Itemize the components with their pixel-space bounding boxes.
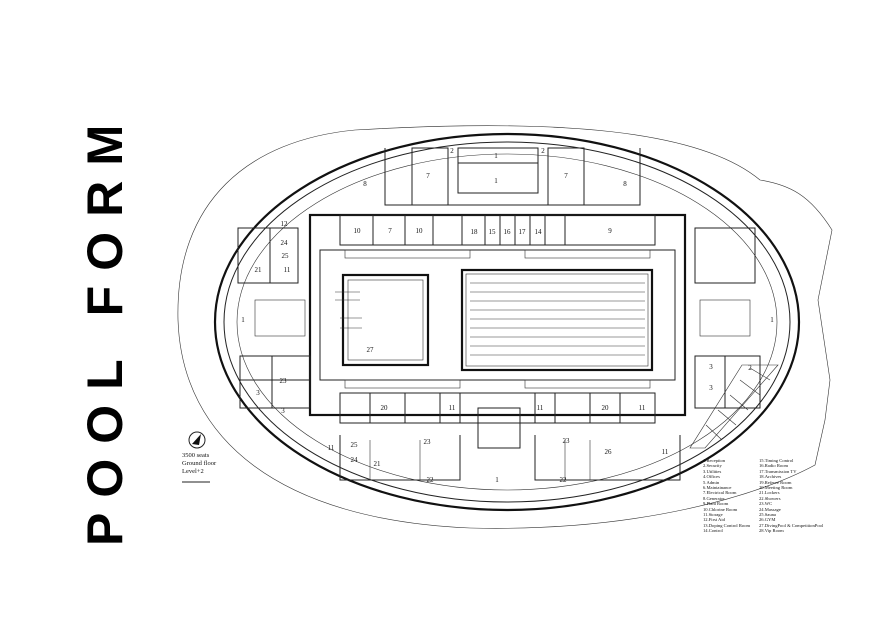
room-number: 27: [367, 346, 375, 354]
room-number: 21: [255, 266, 263, 274]
legend-item: 28.Vip Room: [759, 528, 784, 534]
room-number: 1: [494, 152, 498, 160]
vertical-title: POOL FORM: [82, 128, 133, 546]
room-number: 17: [519, 228, 527, 236]
info-block: 3500 seats Ground floor Level+2: [182, 452, 216, 476]
room-number: 16: [504, 228, 512, 236]
legend-item: 18.Archives: [759, 474, 782, 480]
legend-item: 2.Security: [703, 463, 722, 469]
room-number: 24: [351, 456, 359, 464]
legend-column-1: 1.Reception 2.Security 3.Utilities 4.Off…: [703, 458, 750, 534]
room-number: 8: [623, 180, 627, 188]
competition-pool: [460, 268, 654, 372]
room-number: 10: [416, 227, 424, 235]
north-rooms-strip: [339, 214, 656, 246]
south-rooms-strip: [339, 392, 656, 424]
room-number: 11: [284, 266, 291, 274]
site-outline: [177, 125, 833, 529]
title-text: POOL FORM: [82, 128, 133, 546]
inner-ring: [236, 153, 778, 491]
room-number: 10: [354, 227, 362, 235]
room-number: 7: [564, 172, 568, 180]
room-number: 3: [256, 389, 260, 397]
legend-item: 15.Timing Control: [759, 458, 794, 463]
room-number: 15: [489, 228, 497, 236]
room-number: 20: [602, 404, 610, 412]
legend-item: 7.Electrical Room: [703, 490, 737, 496]
legend-column-2: 15.Timing Control 16.Radio Room 17.Trans…: [759, 458, 823, 534]
inner-shell: [223, 141, 791, 503]
legend-item: 1.Reception: [703, 458, 726, 463]
room-number: 12: [281, 220, 289, 228]
legend-item: 9.Plant Room: [703, 501, 729, 507]
legend-item: 3.Utilities: [703, 468, 722, 474]
diving-pool: [341, 273, 430, 367]
room-number: 11: [662, 448, 669, 456]
pool-lanes: [470, 282, 645, 356]
room-number: 23: [563, 437, 571, 445]
legend-item: 27.DivingPool & CompetitionPool: [759, 522, 824, 528]
legend-item: 23.WC: [759, 501, 773, 507]
room-number: 23: [280, 377, 288, 385]
legend-item: 5.Admin: [703, 479, 720, 485]
room-number: 1: [494, 177, 498, 185]
legend-item: 8.Generator: [703, 495, 725, 501]
room-number: 20: [381, 404, 389, 412]
legend-item: 17.Transmission TV: [759, 468, 797, 474]
legend-item: 25.Sauna: [759, 512, 776, 518]
room-number: 9: [608, 227, 612, 235]
east-truss: [689, 364, 779, 449]
room-number: 2: [541, 147, 545, 155]
room-number: 22: [427, 476, 435, 484]
legend-item: 26.GYM: [759, 517, 776, 523]
north-arrow-icon: [188, 431, 206, 449]
room-number: 24: [281, 239, 289, 247]
legend-item: 6.Maintainance: [703, 485, 732, 491]
hall-inner: [319, 249, 676, 381]
room-number: 23: [424, 438, 432, 446]
room-number: 2: [450, 147, 454, 155]
room-number: 3: [709, 384, 713, 392]
room-number: 7: [426, 172, 430, 180]
room-number: 26: [605, 448, 613, 456]
legend-item: 24.Massage: [759, 506, 781, 512]
room-number: 2: [748, 364, 752, 372]
legend-item: 16.Radio Room: [759, 463, 789, 469]
legend-item: 20.Meeting Room: [759, 485, 793, 491]
legend-item: 12.First Aid: [703, 517, 725, 523]
outer-shell: [213, 132, 801, 512]
room-number: 8: [363, 180, 367, 188]
legend-item: 10.Chlorine Room: [703, 506, 738, 512]
floor-text: Ground floor: [182, 460, 217, 467]
room-number: 1: [241, 316, 245, 324]
seats-text: 3500 seats: [182, 452, 210, 459]
room-number: 11: [639, 404, 646, 412]
room-number: 1: [495, 476, 499, 484]
room-number: 21: [374, 460, 382, 468]
room-number: 3: [709, 363, 713, 371]
room-number: 11: [328, 444, 335, 452]
room-number: 18: [471, 228, 479, 236]
room-number: 22: [560, 476, 568, 484]
room-number: 25: [351, 441, 359, 449]
legend-item: 19.Referee Room: [759, 479, 792, 485]
legend-item: 13.Doping Control Room: [703, 522, 751, 528]
room-number: 3: [281, 407, 285, 415]
legend-item: 11.Storage: [703, 512, 723, 518]
room-number: 11: [537, 404, 544, 412]
room-number: 14: [535, 228, 543, 236]
room-number: 1: [770, 316, 774, 324]
legend-item: 14.Control: [703, 528, 723, 534]
legend-item: 21.Lockers: [759, 490, 780, 496]
legend-item: 22.Showers: [759, 495, 781, 501]
room-number: 25: [282, 252, 290, 260]
legend-item: 4.Offices: [703, 474, 720, 480]
room-number: 11: [449, 404, 456, 412]
level-text: Level+2: [182, 468, 204, 475]
room-number: 7: [388, 227, 392, 235]
room-numbers: 1 1 2 2 8 7 7 8 10 7 10 18 15 16 17 14 9…: [241, 147, 774, 484]
